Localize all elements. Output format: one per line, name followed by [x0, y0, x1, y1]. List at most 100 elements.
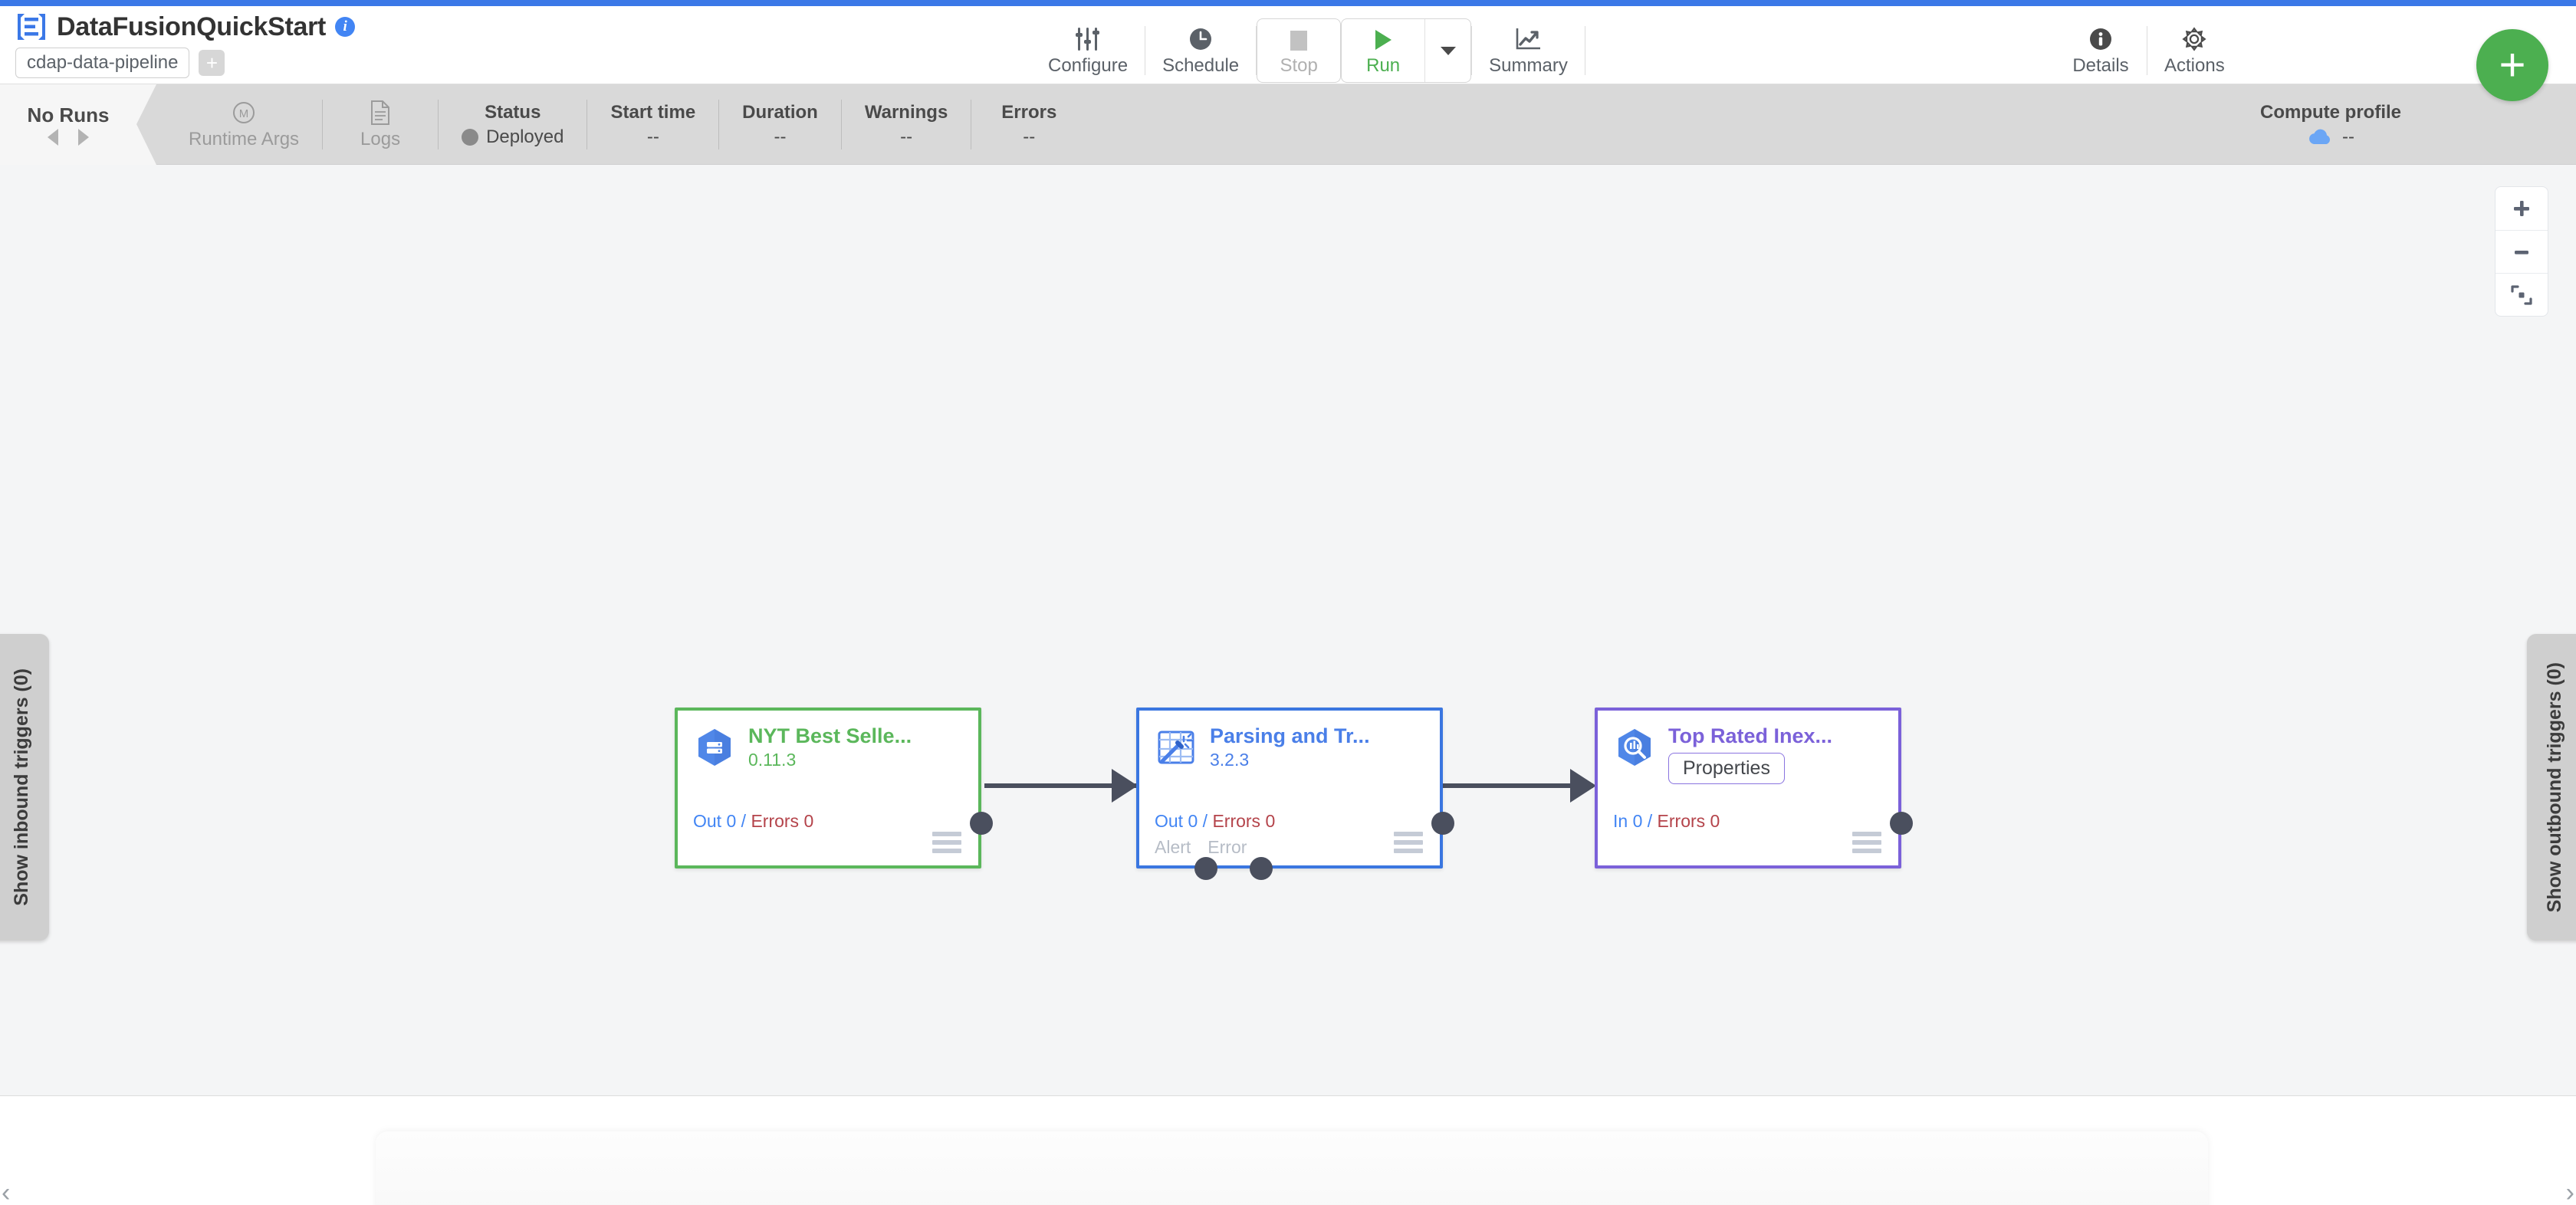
- document-icon: [369, 100, 392, 126]
- warnings-header: Warnings: [864, 101, 948, 123]
- no-runs-label: No Runs: [27, 103, 110, 126]
- line-chart-icon: [1514, 25, 1542, 52]
- node-title-group: Top Rated Inex... Properties: [1668, 724, 1832, 784]
- node-metrics: In 0 / Errors 0: [1613, 811, 1720, 832]
- chevron-left-icon[interactable]: ‹: [2, 1178, 11, 1205]
- header-left-group: DataFusionQuickStart i cdap-data-pipelin…: [15, 9, 356, 78]
- node-error-port-label: Error: [1208, 837, 1247, 857]
- triangle-left-icon[interactable]: [48, 129, 58, 146]
- schedule-label: Schedule: [1162, 55, 1240, 76]
- node-output-port[interactable]: [1431, 812, 1454, 835]
- stop-button[interactable]: Stop: [1257, 19, 1340, 82]
- node-properties-button[interactable]: Properties: [1668, 753, 1785, 784]
- bottom-preview-panel[interactable]: [376, 1131, 2208, 1205]
- gear-icon: [2180, 25, 2208, 52]
- show-outbound-triggers-tab[interactable]: Show outbound triggers (0): [2527, 634, 2576, 941]
- inbound-triggers-label: Show inbound triggers (0): [10, 668, 32, 906]
- plus-icon: [2514, 201, 2529, 216]
- schedule-button[interactable]: Schedule: [1145, 12, 1256, 89]
- pipeline-canvas[interactable]: Show inbound triggers (0) Show outbound …: [0, 165, 2576, 1096]
- node-menu-icon[interactable]: [1394, 832, 1423, 853]
- run-cell-divider: [840, 100, 842, 149]
- pipeline-meta-row: cdap-data-pipeline +: [15, 48, 355, 78]
- pipeline-title-row: DataFusionQuickStart i: [15, 9, 356, 44]
- info-icon[interactable]: i: [335, 17, 356, 37]
- errors-cell: Errors --: [971, 84, 1086, 165]
- pipeline-type-badge: cdap-data-pipeline: [15, 48, 190, 78]
- zoom-out-button[interactable]: [2496, 230, 2548, 273]
- clock-icon: [1188, 25, 1214, 52]
- node-metric-separator: /: [741, 811, 747, 831]
- bigquery-table-hexagon-icon: [693, 726, 736, 769]
- toolbar-divider: [1471, 26, 1473, 75]
- start-time-header: Start time: [610, 101, 696, 123]
- svg-text:M: M: [239, 107, 249, 120]
- node-output-port[interactable]: [1890, 812, 1913, 835]
- node-header: Parsing and Tr... 3.2.3: [1139, 711, 1440, 770]
- details-button[interactable]: Details: [2055, 12, 2147, 89]
- page-title: DataFusionQuickStart: [57, 11, 327, 41]
- summary-label: Summary: [1489, 55, 1568, 76]
- logs-cell[interactable]: Logs: [323, 84, 438, 165]
- node-title-group: NYT Best Selle... 0.11.3: [748, 724, 912, 770]
- bigquery-search-hexagon-icon: [1613, 726, 1656, 769]
- stop-button-box[interactable]: Stop: [1257, 18, 1342, 83]
- triangle-right-icon[interactable]: [78, 129, 89, 146]
- run-label: Run: [1366, 55, 1401, 76]
- node-menu-icon[interactable]: [932, 832, 961, 853]
- node-metric-out: Out 0: [693, 811, 737, 831]
- run-button[interactable]: Run: [1342, 19, 1424, 82]
- node-metric-separator: /: [1647, 811, 1653, 831]
- warnings-value: --: [900, 126, 913, 147]
- compute-profile-value: --: [2342, 126, 2354, 147]
- status-value-row: Deployed: [462, 126, 564, 148]
- status-cell: Status Deployed: [439, 84, 586, 165]
- add-tag-button[interactable]: +: [199, 49, 225, 76]
- chevron-right-icon[interactable]: ›: [2565, 1178, 2574, 1205]
- logs-label: Logs: [360, 128, 401, 149]
- pipeline-node-transform[interactable]: Parsing and Tr... 3.2.3 Out 0 / Errors 0…: [1136, 708, 1454, 880]
- node-name: Parsing and Tr...: [1210, 724, 1370, 747]
- node-alert-port[interactable]: [1194, 857, 1217, 880]
- details-label: Details: [2072, 55, 2129, 76]
- compute-profile-cell[interactable]: Compute profile --: [2260, 84, 2401, 165]
- configure-label: Configure: [1048, 55, 1129, 76]
- node-metrics: Out 0 / Errors 0: [693, 811, 813, 832]
- node-version: 3.2.3: [1210, 750, 1250, 770]
- summary-button[interactable]: Summary: [1472, 12, 1585, 89]
- chevron-down-icon: [1440, 47, 1456, 55]
- pipeline-node-sink[interactable]: Top Rated Inex... Properties In 0 / Erro…: [1595, 708, 1913, 868]
- errors-header: Errors: [1001, 101, 1057, 123]
- status-badge: Deployed: [486, 126, 564, 147]
- show-inbound-triggers-tab[interactable]: Show inbound triggers (0): [0, 634, 49, 941]
- node-metric-errors: Errors 0: [751, 811, 814, 831]
- node-metric-out: Out 0: [1155, 811, 1198, 831]
- node-error-port[interactable]: [1250, 857, 1273, 880]
- fit-to-screen-button[interactable]: [2496, 273, 2548, 316]
- app-header: DataFusionQuickStart i cdap-data-pipelin…: [0, 6, 2576, 84]
- connector-transform-to-sink[interactable]: [1443, 783, 1593, 788]
- sliders-icon: [1074, 25, 1102, 52]
- runtime-args-cell[interactable]: M Runtime Args: [166, 84, 322, 165]
- run-dropdown-button[interactable]: [1424, 19, 1470, 82]
- configure-button[interactable]: Configure: [1031, 12, 1145, 89]
- actions-button[interactable]: Actions: [2147, 12, 2242, 89]
- zoom-in-button[interactable]: [2496, 187, 2548, 230]
- cloud-icon: [2307, 128, 2333, 146]
- node-output-port[interactable]: [970, 812, 993, 835]
- add-node-fab[interactable]: +: [2476, 29, 2548, 101]
- duration-cell: Duration --: [719, 84, 841, 165]
- toolbar-divider: [1256, 26, 1257, 75]
- fit-screen-icon: [2511, 284, 2532, 305]
- pipeline-action-toolbar: Configure Schedule: [1031, 12, 1585, 89]
- compute-profile-header: Compute profile: [2260, 101, 2401, 123]
- node-menu-icon[interactable]: [1852, 832, 1881, 853]
- connector-source-to-transform[interactable]: [984, 783, 1136, 788]
- no-runs-notch: [136, 84, 156, 165]
- bottom-drawer-area: ‹ ›: [0, 1097, 2576, 1205]
- pipeline-node-source[interactable]: NYT Best Selle... 0.11.3 Out 0 / Errors …: [675, 708, 993, 868]
- run-button-box[interactable]: Run: [1341, 18, 1472, 83]
- cdap-logo-icon: [15, 11, 48, 43]
- connector-arrowhead: [1112, 769, 1138, 803]
